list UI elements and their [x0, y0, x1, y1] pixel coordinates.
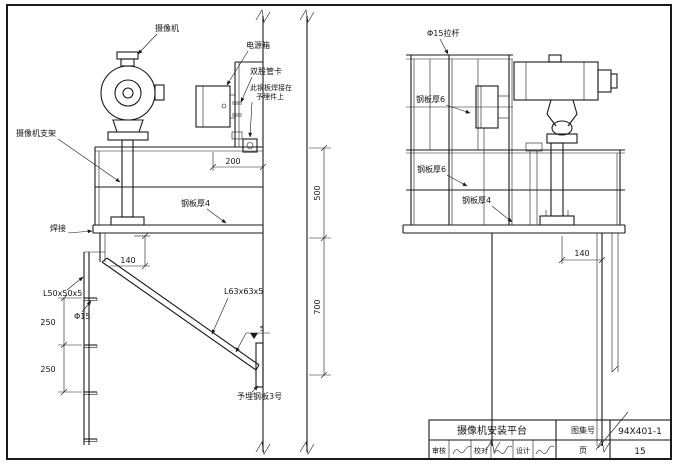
right-view-labels: Φ15拉杆 钢板厚6 钢板厚6 钢板厚4: [416, 28, 513, 223]
break-mark: [485, 439, 501, 453]
drawing-title: 摄像机安装平台: [457, 424, 527, 437]
camera-support-column: [121, 139, 134, 218]
dim-500: 500: [313, 185, 322, 200]
plate6-a-label: 钢板厚6: [416, 94, 445, 104]
camera-lens: [597, 69, 612, 93]
signature-mark: [535, 445, 555, 455]
right-view: Φ15拉杆 钢板厚6 钢板厚6 钢板厚4 140: [402, 28, 629, 453]
page-number: 15: [634, 447, 645, 457]
check-label: 校对: [474, 446, 488, 455]
design-label: 设计: [516, 446, 530, 455]
power-box-label: 电源箱: [246, 40, 270, 50]
camera-column-side: [550, 142, 564, 217]
dim-200: 200: [209, 152, 267, 171]
dim-250-a: 250: [40, 318, 55, 327]
left-view-labels: 摄像机 电源箱 双股管卡 此钢板焊接在 予埋件上 摄像机支架 钢板厚4 焊接 L…: [16, 23, 292, 401]
dim-250-b: 250: [40, 365, 55, 374]
plate6-b-label: 钢板厚6: [417, 164, 446, 174]
weld-note-line2: 予埋件上: [256, 92, 284, 101]
dim-140-side: 140: [558, 236, 606, 264]
power-box: [195, 85, 231, 128]
tie-rod-label: Φ15拉杆: [427, 28, 459, 38]
railing-side: [406, 54, 625, 225]
ladder-rung: [84, 391, 98, 395]
plate4-label: 钢板厚4: [181, 198, 210, 208]
break-mark: [255, 9, 271, 23]
sheet-border: [6, 4, 672, 460]
platform-side: [402, 224, 626, 234]
svg-text:200: 200: [225, 157, 240, 166]
ladder: [83, 251, 105, 445]
pole-wall-lines: [255, 9, 315, 455]
break-mark: [299, 441, 315, 455]
title-block: 摄像机安装平台 图集号 94X401-1 审核 校对 设计 页 15: [428, 419, 672, 460]
dim-500-700: 500 700: [309, 144, 331, 379]
pole-side: [485, 233, 629, 453]
ladder-rung: [84, 438, 98, 442]
rung-label: Φ15: [74, 312, 90, 321]
dim-140: 140: [110, 232, 150, 270]
camera-label: 摄像机: [155, 23, 179, 33]
atlas-label: 图集号: [571, 425, 595, 435]
clamp-label: 双股管卡: [250, 66, 282, 76]
left-view-dimensions: 200 500 700 140: [40, 144, 331, 396]
weld-label: 焊接: [50, 223, 66, 233]
dim-700: 700: [313, 299, 322, 314]
camera-front: [100, 51, 165, 226]
junction-plate: [242, 138, 258, 153]
power-box-assembly: [195, 61, 263, 153]
ladder-angle-label: L50x50x5: [43, 289, 82, 298]
dim-250: 250 250: [40, 294, 82, 396]
break-mark: [299, 9, 315, 23]
ladder-rung: [84, 297, 98, 301]
atlas-number: 94X401-1: [618, 427, 662, 437]
embedded-plate: [255, 342, 264, 388]
power-box-side: [475, 85, 543, 225]
break-mark: [255, 441, 271, 455]
svg-text:140: 140: [574, 249, 589, 258]
plate4-side-label: 钢板厚4: [462, 195, 491, 205]
signature-mark: [493, 445, 513, 455]
ladder-rung: [84, 344, 98, 348]
platform-railing-front: [92, 146, 263, 234]
weld-size-label: 5: [260, 325, 264, 333]
brace-assembly: [99, 233, 264, 388]
support-label: 摄像机支架: [16, 128, 56, 138]
break-mark: [597, 411, 629, 449]
weld-callout: 5: [235, 325, 270, 353]
break-mark: [595, 439, 611, 453]
camera-side: [513, 54, 618, 226]
brace-label: L63x63x5: [224, 287, 263, 296]
embed-plate-label: 予埋钢板3号: [237, 391, 282, 401]
page-label: 页: [579, 446, 587, 455]
weld-note-line1: 此钢板焊接在: [250, 83, 292, 92]
review-label: 审核: [432, 446, 446, 455]
svg-text:140: 140: [120, 256, 135, 265]
signature-mark: [452, 446, 472, 455]
left-view: 摄像机 电源箱 双股管卡 此钢板焊接在 予埋件上 摄像机支架 钢板厚4 焊接 L…: [16, 9, 331, 455]
